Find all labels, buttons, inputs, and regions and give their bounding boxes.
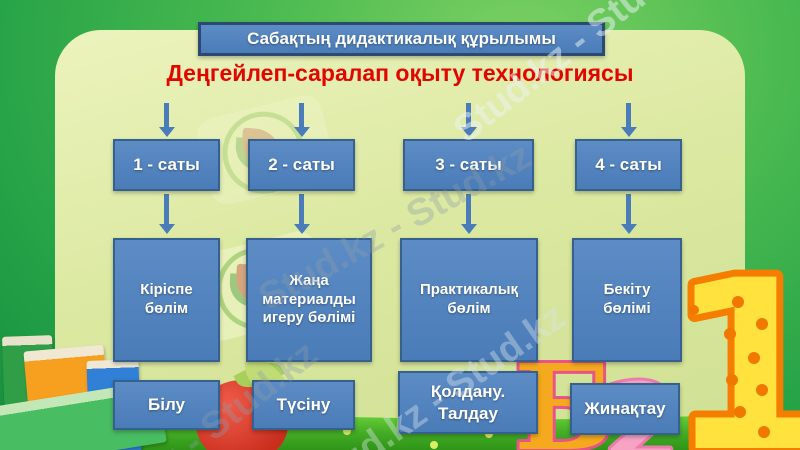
level-box-2: Түсіну	[252, 380, 355, 430]
svg-text:1: 1	[668, 231, 800, 450]
down-arrow-icon	[158, 103, 175, 137]
down-arrow-icon	[293, 103, 310, 137]
down-arrow-icon	[460, 103, 477, 137]
level-box-1: Білу	[113, 380, 220, 430]
section-box-3: Практикалық бөлім	[400, 238, 538, 362]
stage-box-3: 3 - саты	[403, 139, 534, 191]
level-box-3: Қолдану. Талдау	[398, 371, 538, 434]
section-box-1: Кіріспе бөлім	[113, 238, 220, 362]
down-arrow-icon	[158, 194, 175, 234]
down-arrow-icon	[293, 194, 310, 234]
section-box-2: Жаңа материалды игеру бөлімі	[246, 238, 372, 362]
number-one-decoration: 1	[661, 224, 800, 450]
flower-dot-icon	[485, 430, 493, 438]
flower-dot-icon	[430, 441, 438, 449]
level-box-4: Жинақтау	[570, 383, 680, 435]
stage-box-4: 4 - саты	[575, 139, 682, 191]
stage-box-2: 2 - саты	[248, 139, 355, 191]
down-arrow-icon	[620, 194, 637, 234]
flower-dot-icon	[343, 427, 351, 435]
down-arrow-icon	[460, 194, 477, 234]
slide-heading: Деңгейлеп-саралап оқыту технологиясы	[166, 60, 634, 86]
stage-box-1: 1 - саты	[113, 139, 220, 191]
slide-title: Сабақтың дидактикалық құрылымы	[198, 22, 605, 56]
section-box-4: Бекіту бөлімі	[572, 238, 682, 362]
down-arrow-icon	[620, 103, 637, 137]
